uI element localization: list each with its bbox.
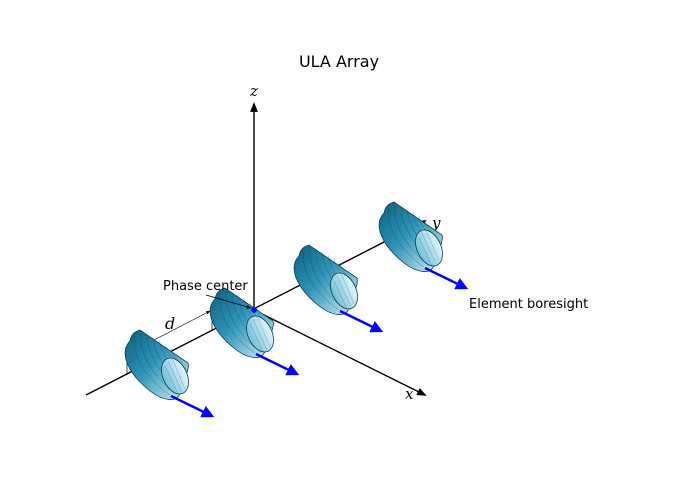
array-element-3 bbox=[293, 244, 364, 315]
spacing-label: d bbox=[165, 314, 175, 333]
z-axis-label: z bbox=[249, 82, 258, 100]
array-element-1 bbox=[124, 329, 195, 400]
array-element-4 bbox=[378, 201, 449, 272]
y-axis-label: y bbox=[431, 214, 441, 232]
phase-center-label: Phase center bbox=[163, 279, 248, 294]
array-element-2 bbox=[209, 287, 280, 358]
x-axis bbox=[253, 309, 427, 396]
phase-center-leader bbox=[205, 294, 252, 309]
boresight-arrow-4 bbox=[424, 266, 469, 290]
boresight-arrow-3 bbox=[339, 309, 384, 333]
boresight-arrow-1 bbox=[170, 394, 215, 418]
x-axis-label: x bbox=[405, 385, 414, 403]
boresight-arrow-2 bbox=[255, 352, 300, 376]
element-boresight-label: Element boresight bbox=[469, 297, 588, 312]
chart-title: ULA Array bbox=[299, 52, 379, 71]
phase-center-dot bbox=[251, 307, 257, 313]
